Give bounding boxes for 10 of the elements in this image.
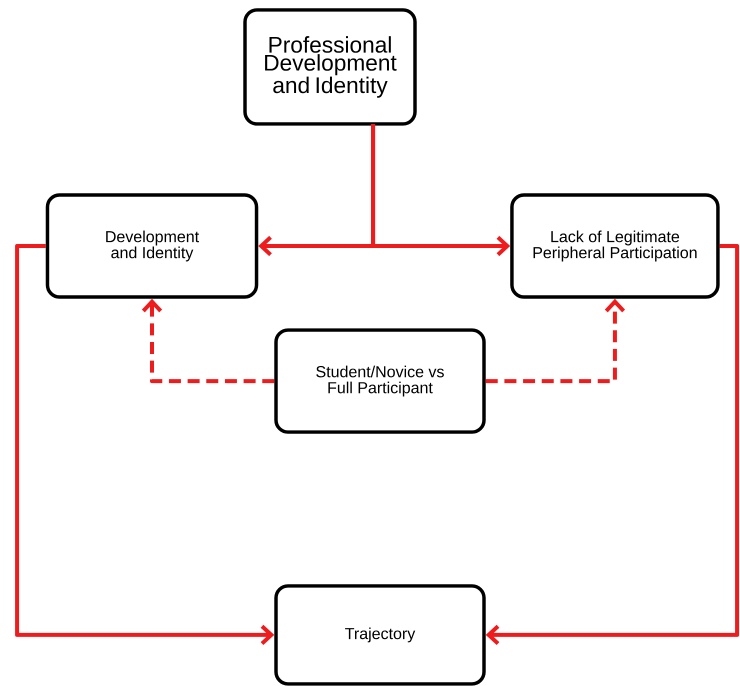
arrow [142, 298, 274, 384]
process-box: Trajectory [274, 584, 486, 686]
arrow [371, 124, 510, 256]
arrow [486, 298, 626, 384]
process-box: Professional Development and Identity [243, 8, 417, 126]
process-box: Student/Novice vs Full Participant [274, 328, 486, 434]
process-box: Lack of Legitimate Peripheral Participation [510, 193, 720, 299]
process-box: Development and Identity [46, 193, 258, 299]
arrow [15, 244, 274, 646]
arrow [486, 244, 740, 646]
